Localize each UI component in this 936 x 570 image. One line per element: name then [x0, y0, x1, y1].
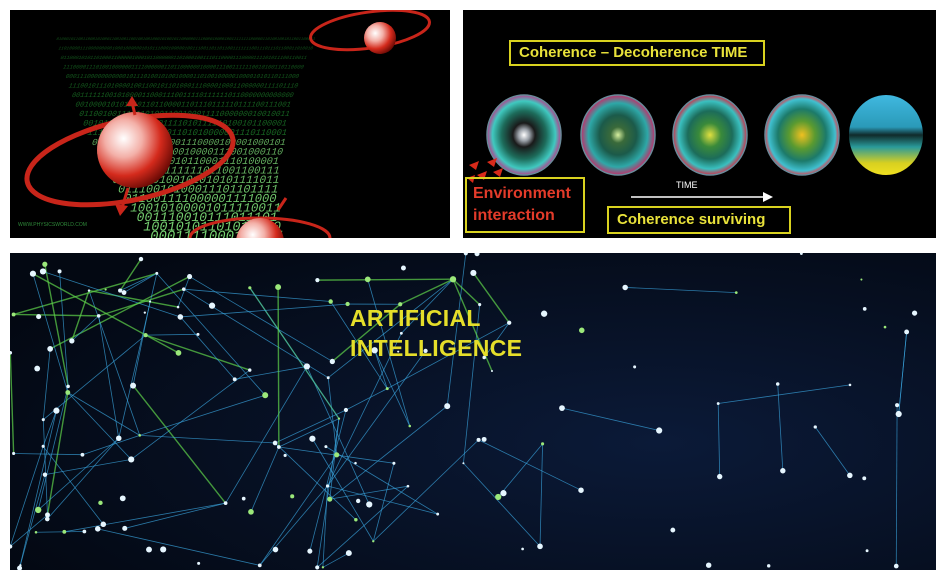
ai-title: ARTIFICIAL INTELLIGENCE — [350, 303, 522, 363]
image-credit: WWW.PHYSICSWORLD.COM — [18, 222, 87, 228]
svg-text:011000101011010001100000100010: 0110001010110100011000001000101100000011… — [59, 55, 308, 61]
svg-text:001000010101110110110000110111: 0010000101011101101100001101110111110111… — [74, 102, 293, 110]
decoherence-spheres — [467, 94, 923, 202]
svg-text:111000011101001000000111100000: 1110000111010010000001111000000110110000… — [62, 64, 306, 71]
svg-text:000110001100010011100001000010: 00011000110001001110000100001000101 — [90, 137, 287, 148]
svg-text:101000101111111011001100111: 101000101111111011001100111 — [105, 165, 281, 177]
svg-text:001010001101001011110101111101: 0010100011010010111101011111010010110000… — [82, 119, 289, 129]
env-line-2: interaction — [473, 207, 555, 224]
binary-digits: 0100010110011000101000110010011001001001… — [55, 37, 316, 238]
env-line-1: Environment — [473, 185, 571, 202]
svg-text:011011011110100100001110010001: 01101101111010010000111001000110 — [95, 146, 284, 157]
ai-title-line-2: INTELLIGENCE — [350, 335, 523, 361]
time-label: TIME — [676, 180, 698, 190]
quantum-bits-image: 0100010110011000101000110010011001001001… — [10, 10, 450, 238]
svg-text:001110010111011101: 001110010111011101 — [135, 210, 279, 225]
svg-text:001111110010100001100011100111: 0011111100101000011000111001111011111101… — [70, 92, 295, 100]
svg-text:10010100001011110011: 10010100001011110011 — [129, 201, 283, 216]
svg-text:010001011001100010100011001001: 0100010110011000101000110010011001001001… — [55, 37, 316, 42]
svg-text:11011101001010110001110100001: 11011101001010110001110100001 — [100, 156, 280, 168]
qubit-sphere — [236, 218, 284, 238]
svg-text:111101110101011011010100000011: 11110111010101101101010000001110110001 — [86, 128, 289, 138]
qubit-sphere — [364, 22, 396, 54]
svg-text:111001011101000010011001011010: 1110010111010000100110010110100011100001… — [67, 82, 299, 90]
environment-interaction-label: Environment interaction — [465, 177, 585, 233]
svg-text:110100001110000000001000100000: 1101000011100000000010001000000101011100… — [57, 46, 314, 52]
qubit-sphere — [97, 112, 173, 188]
artificial-intelligence-image: ARTIFICIAL INTELLIGENCE — [10, 253, 936, 570]
ai-title-line-1: ARTIFICIAL — [350, 305, 481, 331]
coherence-surviving-label: Coherence surviving — [607, 206, 791, 234]
svg-text:000111000000000001011101001010: 0001110000000000010111010010100100001101… — [64, 73, 300, 80]
neural-network-illustration — [10, 253, 936, 570]
binary-stream-illustration: 0100010110011000101000110010011001001001… — [10, 10, 450, 238]
coherence-decoherence-image: Coherence – Decoherence TIME Environment… — [463, 10, 936, 238]
coherence-title: Coherence – Decoherence TIME — [509, 40, 765, 66]
svg-text:0001111000100001: 0001111000100001 — [149, 229, 286, 238]
